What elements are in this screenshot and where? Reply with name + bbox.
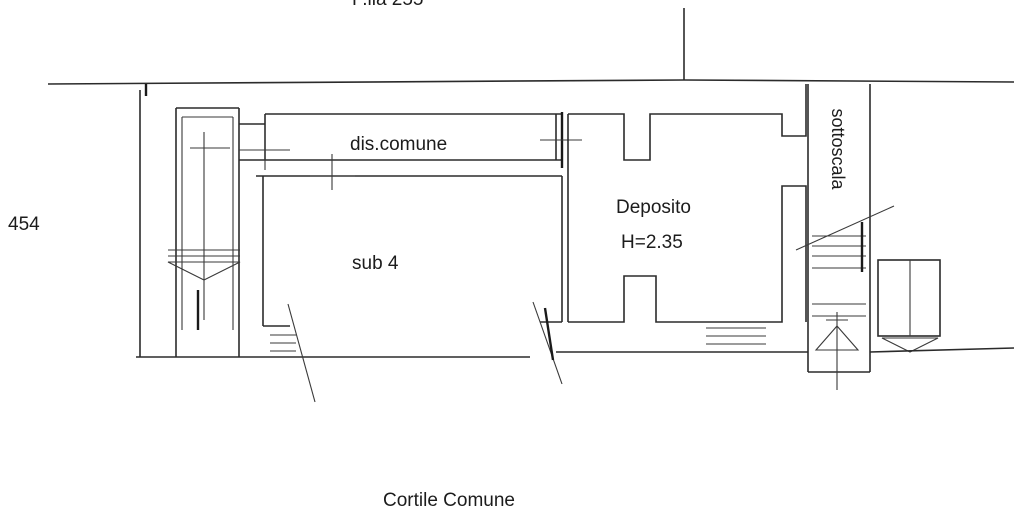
unit-room (262, 176, 563, 403)
under-stairs-label: sottoscala (828, 108, 848, 190)
corridor (239, 112, 582, 190)
courtyard-label: Cortile Comune (383, 490, 515, 511)
storage-room (556, 84, 808, 353)
storage-label: Deposito (616, 197, 691, 218)
corridor-label: dis.comune (350, 134, 448, 155)
adjacent-parcel-label: 454 (8, 214, 40, 235)
left-stair-block (136, 84, 530, 358)
parcel-boundary (47, 8, 1014, 85)
under-stairs (795, 84, 895, 390)
storage-height-label: H=2.35 (621, 232, 683, 253)
right-stair-block (869, 259, 1014, 353)
unit-label: sub 4 (352, 253, 399, 274)
parcel-label: P.lla 255 (352, 0, 424, 9)
